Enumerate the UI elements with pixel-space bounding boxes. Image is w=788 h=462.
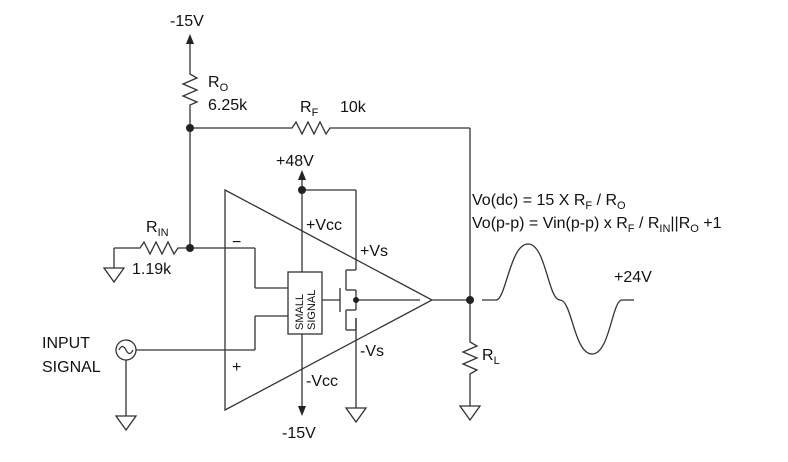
rf-sub: F xyxy=(312,107,319,119)
rf-value: 10k xyxy=(340,99,367,116)
ro-branch xyxy=(181,34,199,248)
junction-ro-rf xyxy=(186,124,194,132)
input-source xyxy=(114,315,288,432)
output-branch xyxy=(432,299,482,422)
rin-branch xyxy=(102,240,288,289)
input-ground-icon xyxy=(114,415,138,432)
junction-48v xyxy=(298,186,306,194)
noninverting-input-sign: + xyxy=(232,359,241,376)
output-waveform xyxy=(482,243,634,355)
top-supply-arrow xyxy=(186,34,194,44)
equation-pp: Vo(p-p) = Vin(p-p) x RF / RIN||RO +1 xyxy=(472,215,722,235)
input-label-line2: SIGNAL xyxy=(42,359,101,376)
small-signal-line2: SIGNAL xyxy=(306,290,318,330)
equation-dc: Vo(dc) = 15 X RF / RO xyxy=(472,192,626,212)
rl-ground-icon xyxy=(458,405,482,422)
ro-value: 6.25k xyxy=(208,97,248,114)
rin-value: 1.19k xyxy=(132,261,172,278)
rf-branch xyxy=(190,120,471,302)
rin-label: RIN xyxy=(146,219,169,239)
pos48-label: +48V xyxy=(276,153,314,170)
ro-label: RO xyxy=(208,74,229,94)
mosfet-stage xyxy=(322,269,420,331)
ro-letter: R xyxy=(208,74,220,91)
rin-sub: IN xyxy=(158,227,169,239)
small-signal-block xyxy=(287,271,323,335)
vcc-pos-label: +Vcc xyxy=(306,217,342,234)
inverting-input-sign: − xyxy=(232,234,241,251)
rl-label: RL xyxy=(482,347,500,367)
rl-sub: L xyxy=(494,355,500,367)
rin-letter: R xyxy=(146,219,158,236)
rf-letter: R xyxy=(300,99,312,116)
bottom-supply-arrow xyxy=(298,406,306,416)
output-level-label: +24V xyxy=(614,269,652,286)
vcc-neg-label: -Vcc xyxy=(306,373,338,390)
rf-label: RF xyxy=(300,99,319,119)
rl-letter: R xyxy=(482,347,494,364)
junction-output xyxy=(466,296,474,304)
junction-rin xyxy=(186,244,194,252)
ro-resistor xyxy=(181,70,199,110)
top-supply-label: -15V xyxy=(170,13,204,30)
rin-resistor xyxy=(136,240,182,256)
pos48-arrow xyxy=(298,170,306,180)
vs-pos-label: +Vs xyxy=(360,243,388,260)
rin-ground-icon xyxy=(102,267,126,284)
vs-neg-label: -Vs xyxy=(360,343,384,360)
small-signal-label: SMALLSIGNAL xyxy=(294,290,318,330)
rf-resistor xyxy=(288,120,334,136)
rl-resistor xyxy=(461,338,479,378)
vs-ground-icon xyxy=(344,407,368,424)
small-signal-line1: SMALL xyxy=(294,294,306,330)
mosfet-output-node xyxy=(353,297,359,303)
ro-sub: O xyxy=(220,82,229,94)
op-amp-triangle xyxy=(224,188,434,412)
input-label-line1: INPUT xyxy=(42,335,90,352)
bottom-supply-label: -15V xyxy=(282,425,316,442)
